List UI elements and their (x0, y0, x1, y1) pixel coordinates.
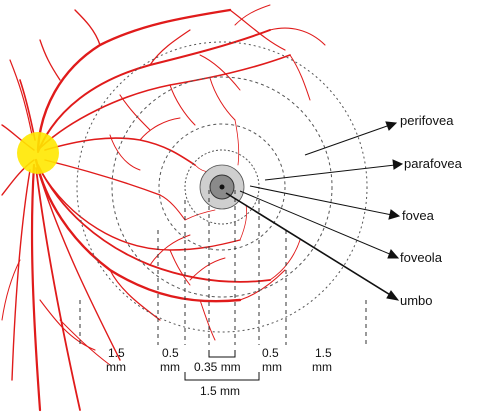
foveola-leader (240, 191, 392, 255)
umbo-point (220, 185, 225, 190)
dim-right-outer-unit: mm (312, 360, 332, 374)
dim-foveola: 0.35 mm (194, 360, 241, 374)
dim-right-inner-unit: mm (262, 360, 282, 374)
foveola-bracket (209, 350, 235, 357)
fovea-leader (250, 186, 392, 215)
label-foveola: foveola (400, 250, 443, 265)
dim-right-inner-value: 0.5 (262, 346, 279, 360)
dim-left-inner-value: 0.5 (162, 346, 179, 360)
parafovea-leader (265, 165, 395, 180)
label-fovea: fovea (402, 208, 435, 223)
dim-left-outer-unit: mm (106, 360, 126, 374)
label-parafovea: parafovea (404, 156, 463, 171)
label-perifovea: perifovea (400, 113, 454, 128)
dimension-guides (80, 190, 366, 345)
dim-left-inner-unit: mm (160, 360, 180, 374)
label-umbo: umbo (400, 293, 433, 308)
leader-lines (226, 122, 402, 300)
optic-disc (17, 132, 59, 174)
dim-right-outer-value: 1.5 (315, 346, 332, 360)
dim-fovea-width: 1.5 mm (200, 384, 240, 398)
dim-left-outer-value: 1.5 (108, 346, 125, 360)
perifovea-leader (305, 125, 390, 155)
